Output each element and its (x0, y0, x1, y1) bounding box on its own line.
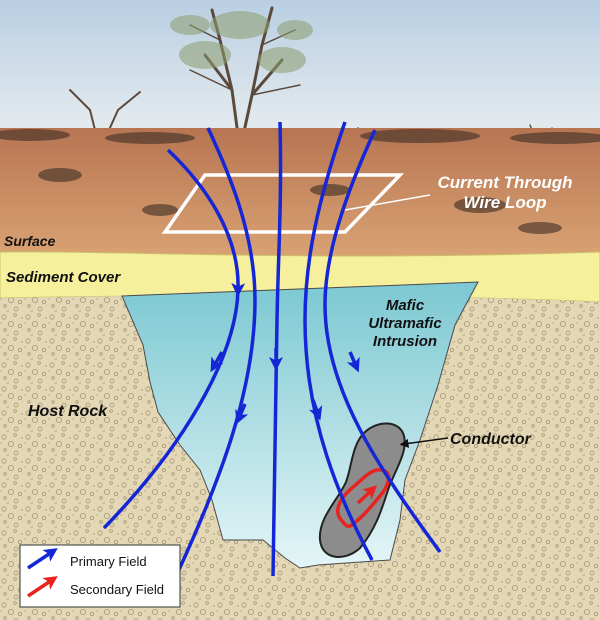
primary-field-line (271, 121, 283, 577)
host-rock-label: Host Rock (28, 403, 108, 420)
wire-loop-leader (344, 194, 431, 211)
ground-surface (0, 128, 600, 256)
legend-primary-swatch (27, 548, 58, 570)
legend-primary-label: Primary Field (70, 554, 147, 569)
intrusion-label-line1: Mafic (386, 297, 425, 314)
shrubs (0, 129, 600, 234)
secondary-field-arrow (356, 485, 378, 505)
intrusion-label-line3: Intrusion (373, 333, 437, 350)
legend: Primary Field Secondary Field (19, 544, 181, 608)
primary-field-line (323, 129, 442, 554)
legend-secondary-label: Secondary Field (70, 582, 164, 597)
loop-label-line2: Wire Loop (464, 193, 547, 212)
intrusion-label-line2: Ultramafic (368, 315, 442, 332)
sediment-cover-label: Sediment Cover (6, 269, 121, 286)
conductor-label: Conductor (450, 431, 532, 448)
wire-loop (161, 173, 405, 234)
primary-field-lines (102, 121, 442, 577)
conductor-leader (399, 437, 449, 448)
primary-field-line (303, 121, 374, 561)
primary-field-line (102, 148, 246, 530)
surface-label: Surface (4, 233, 56, 249)
primary-field-line (176, 127, 257, 573)
tree-canopy (170, 11, 313, 73)
legend-secondary-swatch (27, 576, 58, 598)
primary-field-arrows (210, 348, 360, 425)
loop-label-line1: Current Through (437, 173, 572, 192)
